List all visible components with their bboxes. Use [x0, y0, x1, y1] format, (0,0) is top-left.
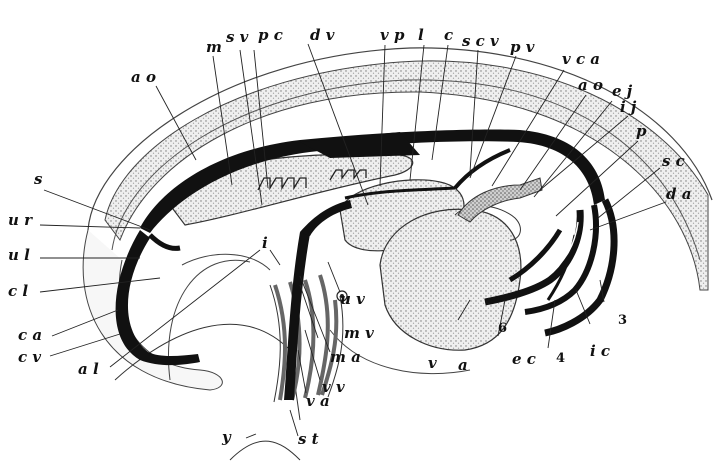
- label-vp: v p: [380, 28, 404, 43]
- label-cv: c v: [18, 350, 41, 365]
- label-cl: c l: [8, 284, 28, 299]
- label-ao-dorsal: a o: [131, 70, 156, 85]
- label-scv: s c v: [462, 34, 499, 49]
- label-i: i: [262, 236, 268, 251]
- label-pc: p c: [258, 28, 283, 43]
- label-l: l: [418, 28, 424, 43]
- label-da: d a: [666, 187, 691, 202]
- umbilical-artery: [150, 235, 180, 248]
- label-sv: s v: [226, 30, 248, 45]
- label-v: v: [428, 356, 437, 371]
- label-ca: c a: [18, 328, 42, 343]
- yolk-stalk-outline: [115, 324, 300, 460]
- label-al: a l: [78, 362, 99, 377]
- tail-outline: [83, 230, 222, 390]
- label-y: y: [222, 430, 231, 445]
- label-dv: d v: [310, 28, 334, 43]
- label-ec: e c: [512, 352, 536, 367]
- label-ic: i c: [590, 344, 610, 359]
- umbilical-vein-loop: [116, 230, 200, 365]
- posterior-vein: [455, 150, 510, 188]
- label-c: c: [444, 28, 453, 43]
- label-6: 6: [498, 322, 507, 335]
- label-3: 3: [618, 314, 627, 327]
- label-va: v a: [306, 394, 330, 409]
- label-st: s t: [298, 432, 319, 447]
- label-s: s: [34, 172, 42, 187]
- label-4: 4: [556, 352, 565, 365]
- label-ma: m a: [330, 350, 361, 365]
- label-a: a: [458, 358, 468, 373]
- label-ur: u r: [8, 213, 32, 228]
- label-vca: v c a: [562, 52, 600, 67]
- label-pv: p v: [510, 40, 534, 55]
- truncus: [458, 178, 542, 222]
- label-sc: s c: [662, 154, 685, 169]
- label-ej: e j: [612, 84, 632, 99]
- label-uv: u v: [340, 292, 365, 307]
- label-ij: i j: [620, 100, 636, 115]
- label-p: p: [636, 124, 647, 139]
- label-ao-right: a o: [578, 78, 603, 93]
- label-m: m: [206, 40, 222, 55]
- label-ul: u l: [8, 248, 30, 263]
- label-mv: m v: [344, 326, 374, 341]
